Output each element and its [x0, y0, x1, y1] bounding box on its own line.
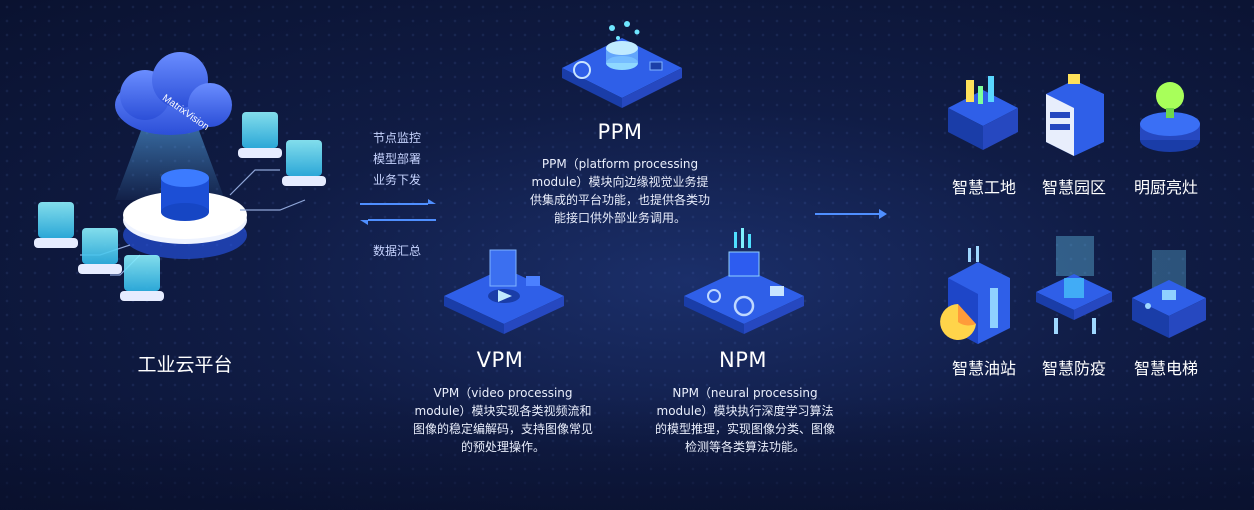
platform-disc-icon — [123, 169, 247, 259]
background-lower-band — [0, 395, 1254, 510]
npm-desc-line: 检测等各类算法功能。 — [684, 440, 805, 454]
smart-park-icon — [1046, 74, 1104, 156]
npm-title: NPM — [719, 348, 767, 372]
app-label: 明厨亮灶 — [1133, 178, 1198, 197]
vpm-title: VPM — [476, 348, 524, 372]
gas-station-icon — [940, 246, 1010, 344]
npm-platform-icon — [684, 228, 804, 334]
npm-desc-line: 的模型推理，实现图像分类、图像 — [654, 422, 835, 436]
epidemic-prevention-icon — [1036, 236, 1112, 334]
vpm-desc-line: module）模块实现各类视频流和 — [414, 404, 592, 418]
flow-up-label: 数据汇总 — [372, 244, 421, 258]
ppm-title: PPM — [597, 120, 643, 144]
bright-kitchen-icon — [1140, 82, 1200, 152]
cloud-platform-label: 工业云平台 — [137, 354, 233, 376]
ppm-description: PPM（platform processing module）模块向边缘视觉业务… — [515, 155, 725, 227]
cloud-platform-illustration: MatrixVision — [34, 52, 326, 301]
vpm-platform-icon — [444, 249, 564, 334]
ppm-desc-line: module）模块向边缘视觉业务提 — [531, 175, 709, 189]
app-label: 智慧园区 — [1041, 178, 1106, 197]
app-label: 智慧电梯 — [1133, 359, 1198, 378]
ppm-desc-line: 能接口供外部业务调用。 — [553, 211, 686, 225]
flow-down-labels: 节点监控 模型部署 业务下发 — [358, 128, 436, 191]
app-label: 智慧工地 — [951, 178, 1016, 197]
flow-down-line: 模型部署 — [372, 152, 421, 166]
npm-description: NPM（neural processing module）模块执行深度学习算法 … — [640, 384, 850, 456]
vpm-desc-line: 的预处理操作。 — [460, 440, 545, 454]
elevator-icon — [1132, 250, 1206, 338]
ppm-platform-icon — [562, 21, 682, 108]
flow-down-line: 业务下发 — [372, 173, 421, 187]
ppm-desc-line: PPM（platform processing — [541, 157, 699, 171]
ppm-desc-line: 供集成的平台功能，也提供各类功 — [529, 193, 710, 207]
edge-node-cubes — [34, 112, 326, 301]
cloud-icon — [115, 52, 232, 135]
vpm-desc-line: 图像的稳定编解码，支持图像常见 — [412, 422, 593, 436]
construction-site-icon — [948, 76, 1018, 150]
vpm-description: VPM（video processing module）模块实现各类视频流和 图… — [398, 384, 608, 456]
bidirectional-arrow-icon — [360, 199, 436, 225]
app-label: 智慧防疫 — [1041, 359, 1106, 378]
app-label: 智慧油站 — [951, 359, 1016, 378]
npm-desc-line: module）模块执行深度学习算法 — [656, 404, 834, 418]
npm-desc-line: NPM（neural processing — [672, 386, 818, 400]
vpm-desc-line: VPM（video processing — [433, 386, 573, 400]
arrow-to-applications-icon — [815, 209, 887, 219]
flow-down-line: 节点监控 — [372, 131, 421, 145]
